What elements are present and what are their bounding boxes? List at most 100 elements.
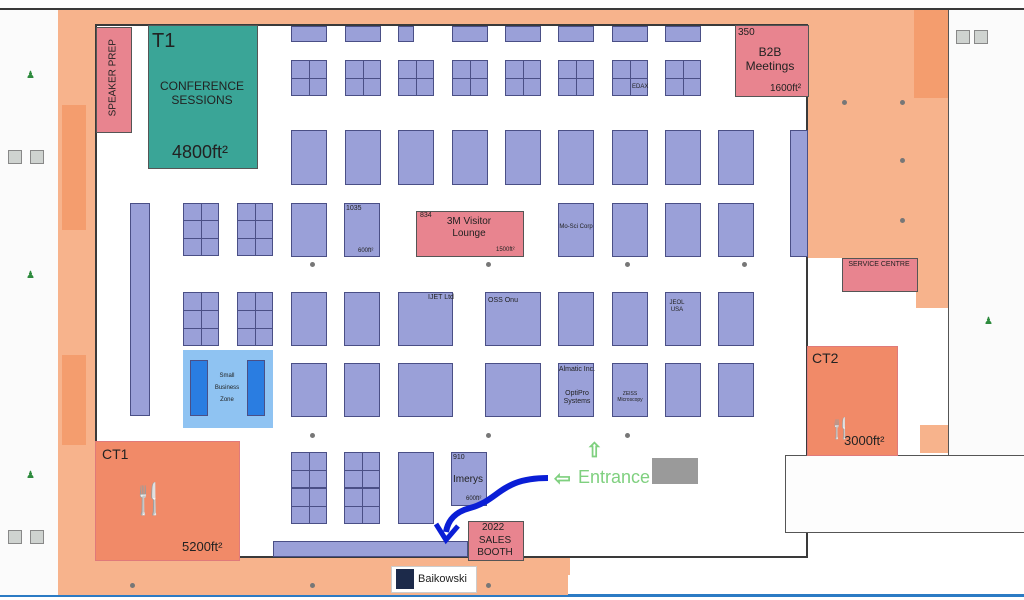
booth-block[interactable] [291, 130, 327, 185]
booth-strip-bottom[interactable] [273, 541, 468, 557]
booth-column[interactable] [790, 130, 808, 257]
column-marker [486, 433, 491, 438]
b2b-meetings-room[interactable] [735, 25, 809, 97]
catering-ct1[interactable] [95, 441, 240, 561]
booth-block[interactable] [183, 310, 219, 346]
ct1-code: CT1 [102, 446, 129, 462]
booth-block[interactable] [718, 203, 754, 257]
booth-block[interactable] [452, 60, 488, 96]
booth-block[interactable] [345, 26, 381, 42]
restroom-icon [30, 150, 44, 164]
booth-block[interactable] [558, 292, 594, 346]
column-marker [625, 262, 630, 267]
booth-block[interactable] [291, 203, 327, 257]
booth-block[interactable] [291, 292, 327, 346]
booth-block[interactable] [291, 363, 327, 417]
small-business-stand [190, 360, 208, 416]
booth-block[interactable] [344, 363, 380, 417]
booth-block[interactable] [452, 26, 488, 42]
booth-block[interactable] [452, 130, 488, 185]
booth-block[interactable] [237, 310, 273, 346]
booth-ijet[interactable] [398, 292, 453, 346]
restroom-person-icon: ♟ [26, 470, 35, 481]
restroom-person-icon: ♟ [984, 316, 993, 327]
corridor-bottom [58, 558, 568, 595]
booth-block[interactable] [505, 130, 541, 185]
booth-block[interactable] [558, 26, 594, 42]
booth-block[interactable] [612, 60, 648, 96]
column-marker [130, 583, 135, 588]
restroom-icon [30, 530, 44, 544]
visitor-lounge[interactable] [416, 211, 524, 257]
booth-1035-number: 1035 [346, 205, 362, 212]
booth-block[interactable] [718, 363, 754, 417]
booth-block[interactable] [344, 488, 380, 524]
speaker-prep-room[interactable] [96, 27, 132, 133]
booth-imerys[interactable] [451, 452, 487, 506]
ct2-area: 3000ft² [844, 433, 885, 448]
t1-area: 4800ft² [172, 142, 229, 162]
column-marker [486, 262, 491, 267]
entrance-arrow-left: ⇦ [554, 468, 571, 490]
restroom-icon [8, 530, 22, 544]
booth-block[interactable] [398, 130, 434, 185]
restroom-icon [974, 30, 988, 44]
food-icon: 🍴 [130, 483, 168, 516]
ct2-code: CT2 [812, 350, 839, 366]
booth-block[interactable] [558, 60, 594, 96]
booth-block[interactable] [665, 203, 701, 257]
booth-block[interactable] [398, 363, 453, 417]
booth-zeiss[interactable] [612, 363, 648, 417]
booth-block[interactable] [665, 60, 701, 96]
booth-block[interactable] [344, 452, 380, 488]
column-marker [625, 433, 630, 438]
service-centre[interactable] [842, 258, 918, 292]
booth-block[interactable] [665, 363, 701, 417]
booth-imerys-name: Imerys [453, 474, 483, 485]
booth-almatic[interactable] [558, 363, 594, 417]
booth-block[interactable] [558, 203, 594, 257]
booth-1035[interactable] [344, 203, 380, 257]
booth-block[interactable] [291, 452, 327, 488]
booth-block[interactable] [183, 220, 219, 256]
booth-block[interactable] [398, 26, 414, 42]
booth-column[interactable] [130, 203, 150, 416]
restroom-icon [956, 30, 970, 44]
booth-block[interactable] [612, 203, 648, 257]
booth-block[interactable] [237, 220, 273, 256]
b2b-number: 350 [738, 27, 755, 38]
sales-booth[interactable] [468, 521, 524, 561]
booth-block[interactable] [291, 26, 327, 42]
booth-block[interactable] [485, 363, 541, 417]
booth-jeol[interactable] [665, 292, 701, 346]
booth-block[interactable] [505, 26, 541, 42]
booth-oss[interactable] [485, 292, 541, 346]
booth-block[interactable] [612, 26, 648, 42]
booth-block[interactable] [345, 60, 381, 96]
booth-block[interactable] [718, 292, 754, 346]
entrance-doors [652, 458, 698, 484]
booth-jeol-label: JEOL USA [669, 300, 685, 313]
column-marker [310, 433, 315, 438]
catering-ct2[interactable] [807, 346, 898, 456]
booth-block[interactable] [612, 292, 648, 346]
booth-block[interactable] [505, 60, 541, 96]
booth-block[interactable] [398, 60, 434, 96]
booth-ijet-label: IJET Ltd [428, 294, 454, 301]
conference-sessions-room[interactable] [148, 25, 258, 169]
booth-block[interactable] [665, 26, 701, 42]
booth-block[interactable] [345, 130, 381, 185]
booth-block[interactable] [398, 452, 434, 524]
booth-block[interactable] [558, 130, 594, 185]
t1-code: T1 [152, 30, 176, 52]
booth-imerys-number: 910 [453, 454, 465, 461]
booth-block[interactable] [291, 60, 327, 96]
booth-block[interactable] [665, 130, 701, 185]
booth-block[interactable] [612, 130, 648, 185]
restroom-person-icon: ♟ [26, 270, 35, 281]
booth-block[interactable] [291, 488, 327, 524]
b2b-area: 1600ft² [770, 83, 802, 94]
booth-block[interactable] [718, 130, 754, 185]
booth-block[interactable] [344, 292, 380, 346]
